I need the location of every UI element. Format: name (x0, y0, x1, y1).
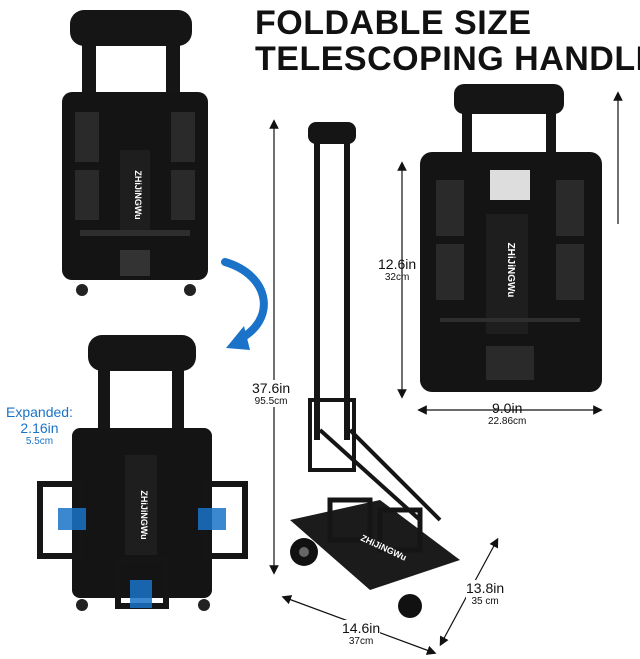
platform-width-label: 14.6in 37cm (342, 620, 381, 647)
platform-width-metric: 37cm (348, 636, 374, 647)
headline-line-1: FOLDABLE SIZE (255, 4, 532, 42)
platform-depth-metric: 35 cm (471, 596, 499, 607)
folded-height-label: 12.6in 32cm (378, 256, 416, 283)
headline-line-2: TELESCOPING HANDLE (255, 40, 640, 78)
expanded-title: Expanded: (6, 404, 73, 420)
total-height-metric: 95.5cm (254, 396, 288, 407)
expanded-cart-top-view (37, 335, 248, 611)
curved-arrow-icon (221, 258, 268, 350)
folded-width-label: 9.0in 22.86cm (488, 400, 526, 427)
brand-logo-top: ZHiJiNGWu (133, 170, 143, 219)
platform-depth-imperial: 13.8in (466, 580, 505, 596)
folded-height-imperial: 12.6in (378, 256, 417, 272)
expanded-imperial: 2.16in (20, 420, 59, 436)
total-height-imperial: 37.6in (252, 380, 291, 396)
platform-depth-label: 13.8in 35 cm (466, 580, 505, 607)
folded-width-metric: 22.86cm (488, 416, 527, 427)
folded-width-imperial: 9.0in (492, 400, 523, 416)
folded-cart-top-view (62, 10, 208, 296)
expanded-label: Expanded: 2.16in 5.5cm (6, 404, 73, 447)
total-height-label: 37.6in 95.5cm (252, 380, 291, 407)
folded-cart-right-view (420, 84, 602, 392)
brand-logo-bottom: ZHiJiNGWu (139, 490, 149, 539)
folded-height-metric: 32cm (384, 272, 410, 283)
brand-logo-right: ZHiJiNGWu (505, 243, 516, 298)
expanded-metric: 5.5cm (25, 436, 54, 447)
platform-width-imperial: 14.6in (342, 620, 381, 636)
